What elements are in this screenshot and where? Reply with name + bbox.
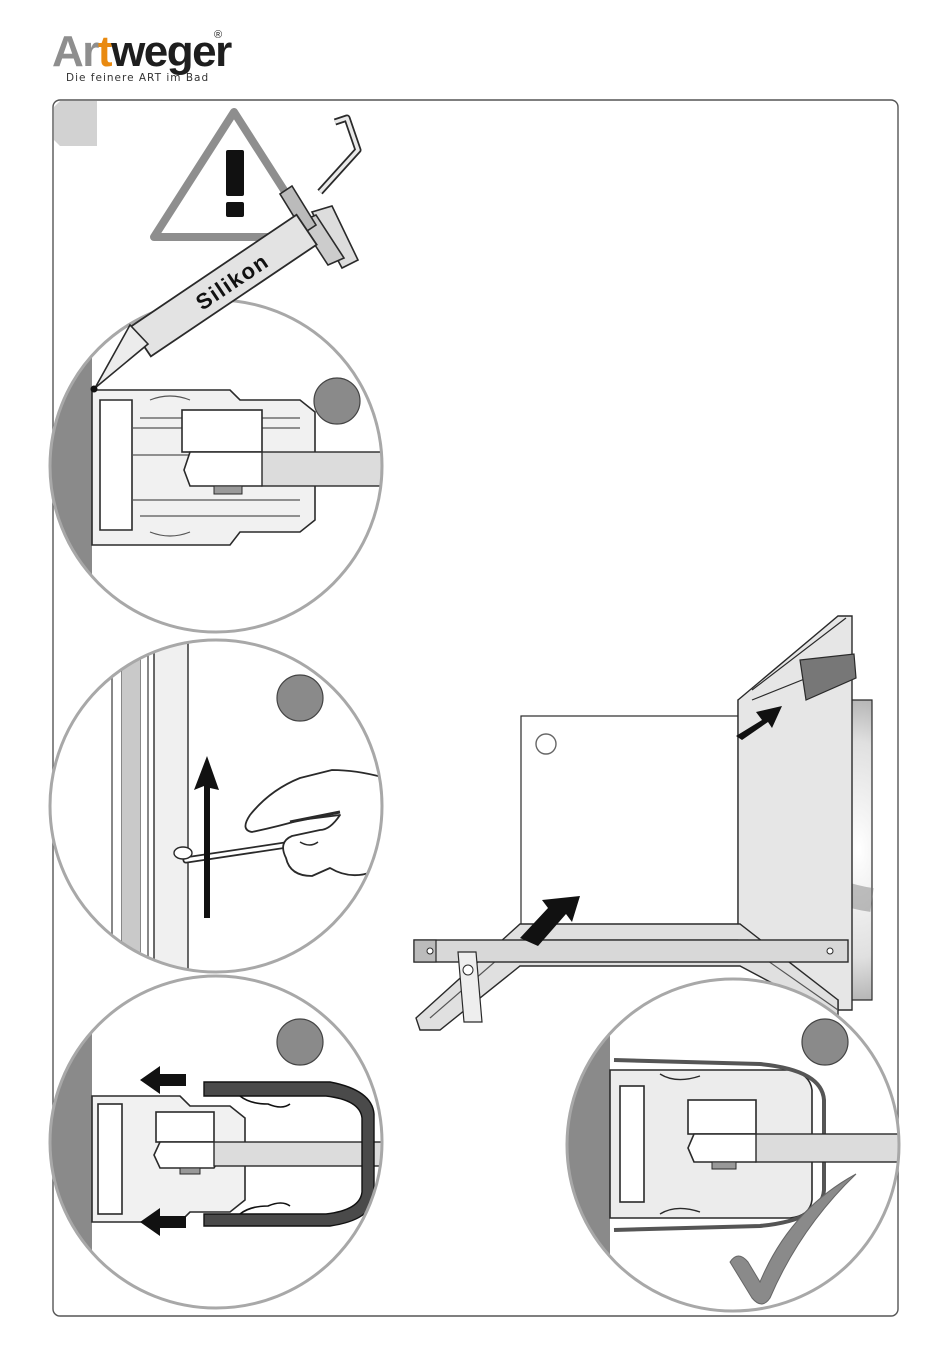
brand-logo: Artweger ® Die feinere ART im Bad — [52, 27, 232, 84]
panel-step-tab — [54, 101, 97, 146]
step-marker-b — [277, 675, 323, 721]
step-marker-a — [314, 378, 360, 424]
detail-circle-finished — [560, 970, 906, 1330]
registered-mark: ® — [214, 29, 222, 41]
step-marker-c — [277, 1019, 323, 1065]
brand-tagline: Die feinere ART im Bad — [66, 72, 209, 84]
detail-circle-remove-film — [40, 630, 400, 990]
detail-circle-attach-cap — [40, 970, 394, 1330]
logo-part-ar: Ar — [52, 27, 99, 76]
panel-marker — [536, 734, 556, 754]
step-marker-d — [802, 1019, 848, 1065]
detail-circle-silicone — [40, 290, 392, 650]
assembly-drawing — [414, 616, 872, 1030]
svg-text:Artweger: Artweger — [52, 27, 232, 76]
